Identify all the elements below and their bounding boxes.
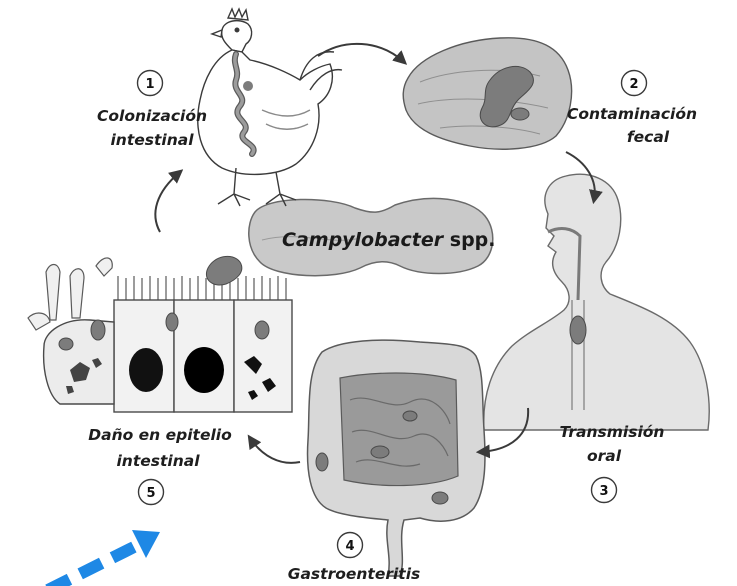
svg-text:3: 3 — [599, 484, 608, 499]
step-2-number: 2 — [622, 71, 647, 96]
step-3-label-line1: Transmisión — [560, 423, 665, 441]
meat-icon — [403, 38, 571, 149]
step-1-label-line2: intestinal — [110, 131, 194, 149]
colon-icon — [308, 340, 485, 576]
blue-dashed-arrow-icon — [48, 530, 160, 586]
epithelium-icon — [28, 258, 292, 412]
step-2-label-line2: fecal — [627, 128, 670, 146]
arrow-5-to-1 — [155, 172, 180, 232]
svg-text:1: 1 — [145, 77, 154, 92]
step-5-label-line1: Daño en epitelio — [88, 426, 232, 444]
svg-text:4: 4 — [345, 539, 354, 554]
step-3-label-line2: oral — [587, 447, 622, 465]
human-torso-icon — [484, 174, 709, 430]
bacterium-icon — [206, 256, 241, 285]
arrow-1-to-2 — [318, 44, 404, 62]
arrow-4-to-5 — [250, 438, 300, 463]
step-1-label-line1: Colonización — [97, 107, 207, 125]
step-5-label-line2: intestinal — [116, 452, 200, 470]
genus-name: Campylobacter — [282, 229, 445, 251]
step-3-number: 3 — [592, 478, 617, 503]
step-2-label-line1: Contaminación — [567, 105, 697, 123]
chicken-icon — [198, 9, 342, 206]
step-5-number: 5 — [139, 480, 164, 505]
step-4-label-line1: Gastroenteritis — [288, 565, 420, 583]
svg-text:5: 5 — [146, 486, 155, 501]
step-1-number: 1 — [138, 71, 163, 96]
genus-suffix: spp. — [443, 229, 495, 251]
svg-text:2: 2 — [629, 77, 638, 92]
center-label: Campylobacter spp. — [282, 229, 495, 251]
step-4-number: 4 — [338, 533, 363, 558]
